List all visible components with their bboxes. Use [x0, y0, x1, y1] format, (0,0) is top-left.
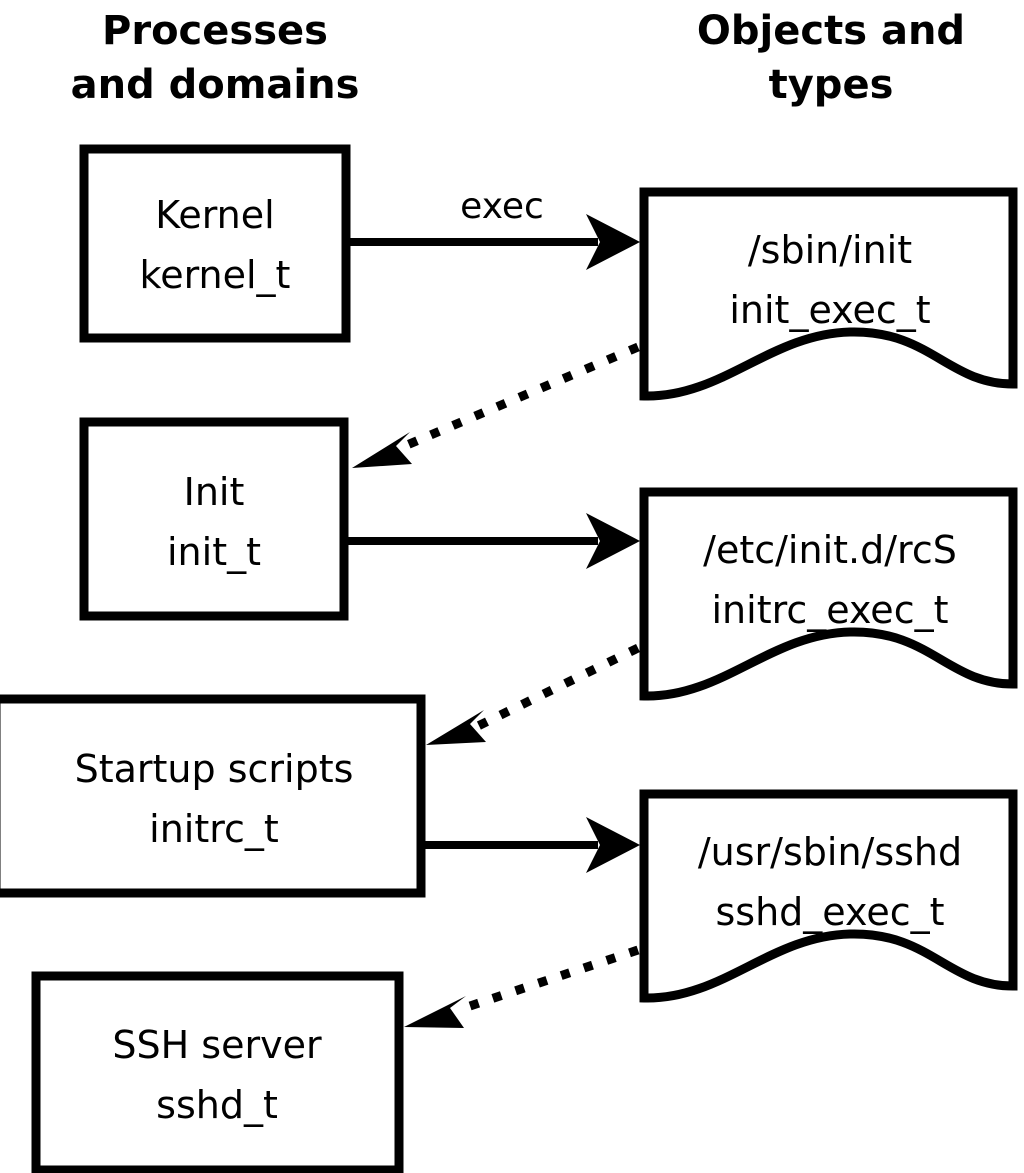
edge-initrc-exec-transition-initrc: [426, 643, 640, 745]
edge-line: [398, 342, 640, 453]
edge-kernel-exec-init-exec: exec: [350, 186, 640, 270]
process-node-init-box[interactable]: [79, 417, 349, 621]
object-node-initrc-exec[interactable]: /etc/init.d/rcS initrc_exec_t: [639, 487, 1018, 701]
process-node-kernel-name: Kernel: [155, 193, 274, 237]
process-node-sshd-box[interactable]: [31, 971, 404, 1173]
object-node-sshd-exec-document-shape[interactable]: [639, 789, 1018, 1003]
object-node-sshd-exec-type: sshd_exec_t: [715, 890, 944, 934]
object-node-initrc-exec-path: /etc/init.d/rcS: [703, 528, 957, 572]
arrow-head-icon: [586, 214, 640, 270]
object-node-initrc-exec-type: initrc_exec_t: [712, 588, 949, 632]
process-node-initrc[interactable]: Startup scripts initrc_t: [0, 694, 426, 898]
arrow-head-icon: [404, 996, 466, 1028]
edge-line: [456, 945, 640, 1015]
process-node-initrc-type: initrc_t: [149, 807, 279, 851]
object-node-init-exec-type: init_exec_t: [729, 288, 930, 332]
process-node-initrc-box[interactable]: [0, 694, 426, 898]
arrow-head-icon: [352, 432, 412, 468]
column-header-objects-line1: Objects and: [697, 8, 965, 54]
process-node-init-name: Init: [184, 470, 245, 514]
arrow-head-icon: [586, 513, 640, 569]
edge-line: [476, 643, 640, 731]
object-node-init-exec[interactable]: /sbin/init init_exec_t: [639, 187, 1018, 401]
process-node-init[interactable]: Init init_t: [79, 417, 349, 621]
process-node-kernel-type: kernel_t: [140, 253, 291, 297]
object-node-init-exec-document-shape[interactable]: [639, 187, 1018, 401]
column-header-processes-line1: Processes: [102, 8, 328, 54]
arrow-head-icon: [426, 710, 486, 745]
process-node-sshd[interactable]: SSH server sshd_t: [31, 971, 404, 1173]
column-header-processes-line2: and domains: [71, 62, 360, 108]
process-node-sshd-name: SSH server: [112, 1023, 322, 1067]
arrow-head-icon: [586, 817, 640, 873]
object-node-sshd-exec-path: /usr/sbin/sshd: [698, 830, 962, 874]
object-node-initrc-exec-document-shape[interactable]: [639, 487, 1018, 701]
edge-init-exec-initrc-exec: [348, 513, 640, 569]
process-node-sshd-type: sshd_t: [156, 1083, 278, 1127]
edge-initrc-exec-sshd-exec: [425, 817, 640, 873]
object-node-sshd-exec[interactable]: /usr/sbin/sshd sshd_exec_t: [639, 789, 1018, 1003]
edge-init-exec-transition-init: [352, 342, 640, 468]
process-node-kernel-box[interactable]: [79, 144, 351, 343]
edge-label-exec: exec: [460, 186, 544, 227]
column-header-objects-line2: types: [769, 62, 894, 108]
edge-sshd-exec-transition-sshd: [404, 945, 640, 1028]
column-header-processes: Processes and domains: [71, 8, 360, 108]
process-node-kernel[interactable]: Kernel kernel_t: [79, 144, 351, 343]
process-node-initrc-name: Startup scripts: [75, 747, 354, 791]
object-node-init-exec-path: /sbin/init: [748, 228, 912, 272]
process-node-init-type: init_t: [167, 530, 261, 574]
column-header-objects: Objects and types: [697, 8, 965, 108]
